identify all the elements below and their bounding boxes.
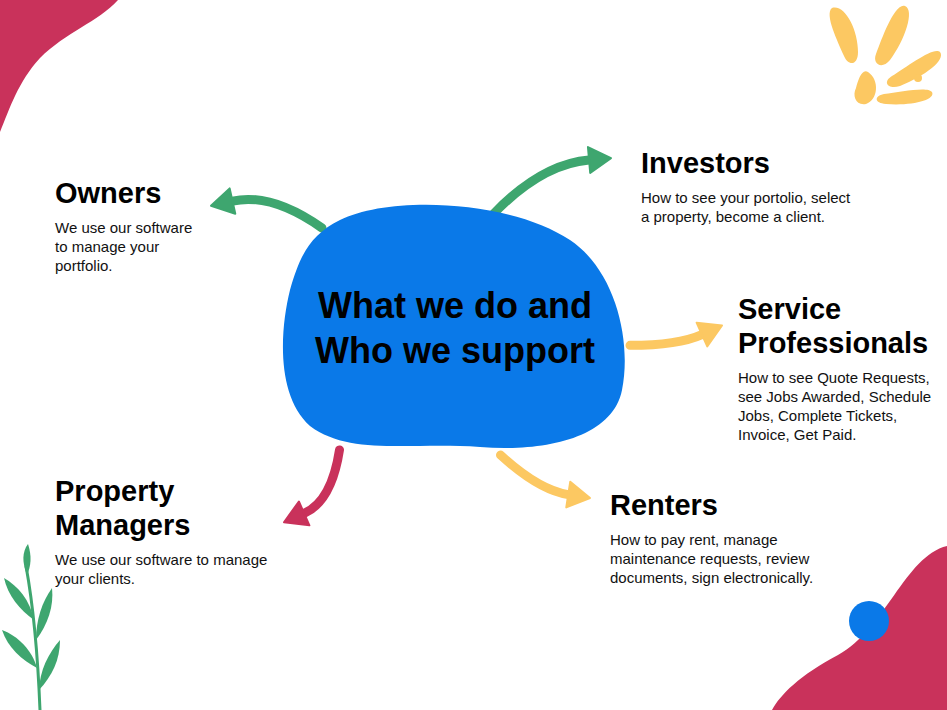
audience-block: RentersHow to pay rent, manage maintenan… xyxy=(610,488,840,587)
audience-heading: Investors xyxy=(641,146,856,180)
audience-heading: Property Managers xyxy=(55,474,280,542)
splash-petal xyxy=(877,89,933,104)
audience-description: We use our software to manage your clien… xyxy=(55,551,280,589)
audience-description: How to see Quote Requests, see Jobs Awar… xyxy=(738,369,938,444)
leaf-stem xyxy=(26,566,40,710)
audience-description: We use our software to manage your portf… xyxy=(55,219,205,275)
audience-block: Owners We use our software to manage your… xyxy=(55,176,205,275)
splash-petal xyxy=(887,51,941,87)
arrow-shaft xyxy=(492,160,589,215)
leaf xyxy=(36,588,52,640)
arrow-head xyxy=(211,188,235,213)
arrow-shaft xyxy=(232,199,322,228)
audience-description: How to see your portolio, select a prope… xyxy=(641,189,856,227)
curved-arrow xyxy=(211,188,322,228)
arrow-head xyxy=(588,147,611,173)
arrow-head xyxy=(697,323,722,347)
splash-petal xyxy=(830,8,858,63)
arrow-head xyxy=(566,482,590,508)
splash xyxy=(830,6,941,105)
splash-dot xyxy=(914,74,922,82)
curved-arrow xyxy=(501,455,591,507)
leaf xyxy=(2,630,37,668)
splash-petal xyxy=(854,71,876,104)
leaf xyxy=(23,544,30,575)
audience-heading: Renters xyxy=(610,488,840,522)
corner-blob xyxy=(0,0,118,132)
splash-petal xyxy=(875,6,909,65)
center-title: What we do and Who we support xyxy=(305,283,605,373)
curved-arrow xyxy=(284,450,340,525)
arrow-shaft xyxy=(630,335,702,346)
audience-heading: Owners xyxy=(55,176,205,210)
blue-dot xyxy=(849,601,889,641)
center-blob: What we do and Who we support xyxy=(280,200,630,455)
audience-block: Property Managers We use our software to … xyxy=(55,474,280,589)
blob-outline xyxy=(283,205,625,448)
curved-arrow xyxy=(630,323,722,347)
blob-shape xyxy=(280,200,630,455)
arrow-shaft xyxy=(304,450,339,514)
audience-description: How to pay rent, manage maintenance requ… xyxy=(610,531,840,587)
curved-arrow xyxy=(492,147,611,215)
arrow-shaft xyxy=(501,455,569,495)
leaf-sprig xyxy=(2,544,60,710)
audience-block: InvestorsHow to see your portolio, selec… xyxy=(641,146,856,227)
leaf xyxy=(39,640,60,690)
audience-block: Service ProfessionalsHow to see Quote Re… xyxy=(738,292,938,444)
arrow-head xyxy=(284,502,309,526)
audience-heading: Service Professionals xyxy=(738,292,938,360)
leaf xyxy=(4,578,34,620)
